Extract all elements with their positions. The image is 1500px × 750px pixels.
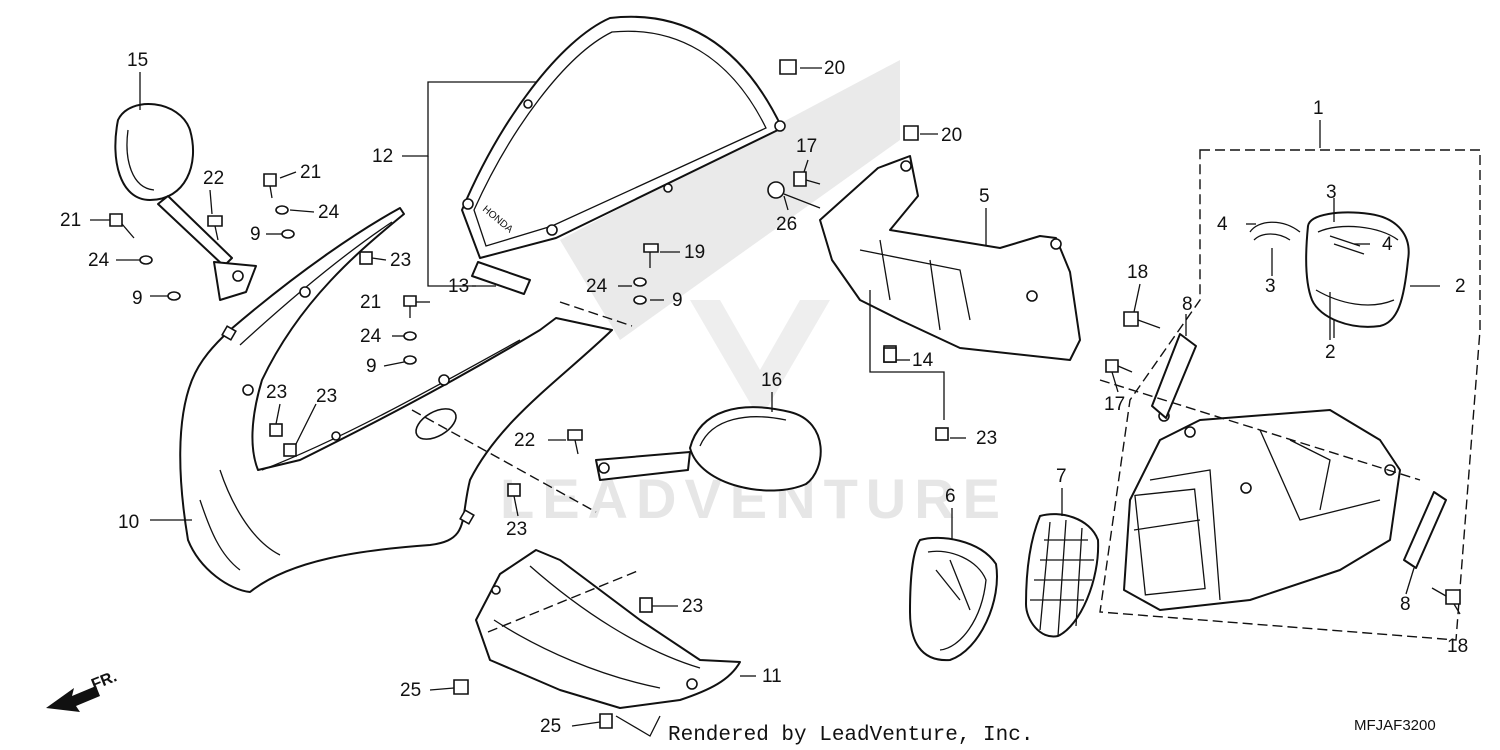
callout-9: 9 (132, 288, 143, 309)
grille[interactable] (1025, 513, 1100, 638)
callout-14: 14 (912, 350, 934, 371)
callout-1: 1 (1313, 98, 1324, 119)
callout-17: 17 (796, 136, 817, 157)
callout-25: 25 (400, 680, 421, 701)
callout-13: 13 (448, 276, 469, 297)
callout-21: 21 (300, 162, 321, 183)
callout-12: 12 (372, 146, 393, 167)
callout-18: 18 (1127, 262, 1148, 283)
diagram-code: MFJAF3200 (1354, 717, 1436, 734)
footer-credit: Rendered by LeadVenture, Inc. (668, 724, 1033, 747)
callout-4: 4 (1382, 234, 1393, 255)
callout-24: 24 (318, 202, 340, 223)
assembly-outline (1099, 149, 1481, 641)
callout-19: 19 (684, 242, 705, 263)
callout-9: 9 (250, 224, 261, 245)
callouts: 1 2 2 3 3 4 4 5 6 7 8 8 9 9 9 9 10 11 12… (60, 50, 1468, 737)
callout-10: 10 (118, 512, 139, 533)
callout-24: 24 (88, 250, 110, 271)
windscreen[interactable]: HONDA (461, 15, 786, 259)
callout-3: 3 (1265, 276, 1276, 297)
callout-2: 2 (1325, 342, 1336, 363)
callout-4: 4 (1217, 214, 1228, 235)
callout-3: 3 (1326, 182, 1337, 203)
callout-25: 25 (540, 716, 561, 737)
callout-2: 2 (1455, 276, 1466, 297)
front-label: FR. (89, 668, 119, 693)
callout-23: 23 (390, 250, 411, 271)
seal-strip[interactable] (471, 261, 531, 295)
upper-cowl[interactable] (179, 207, 613, 593)
bracket-left[interactable] (1151, 333, 1197, 419)
bracket-right[interactable] (1403, 491, 1447, 569)
callout-20: 20 (824, 58, 845, 79)
callout-17: 17 (1104, 394, 1125, 415)
under-cowl[interactable] (475, 549, 741, 709)
callout-6: 6 (945, 486, 956, 507)
duct-seal[interactable] (1305, 211, 1410, 328)
callout-22: 22 (203, 168, 224, 189)
air-duct[interactable] (1123, 409, 1401, 611)
callout-8: 8 (1400, 594, 1411, 615)
duct-clip-left[interactable] (1249, 221, 1301, 241)
callout-23: 23 (682, 596, 703, 617)
callout-5: 5 (979, 186, 990, 207)
leader-lines (90, 67, 1461, 737)
callout-15: 15 (127, 50, 148, 71)
callout-21: 21 (360, 292, 381, 313)
inlet-duct[interactable] (909, 536, 998, 662)
cowl-stay[interactable] (819, 155, 1081, 363)
callout-16: 16 (761, 370, 782, 391)
callout-23: 23 (506, 519, 527, 540)
hardware (109, 59, 1461, 729)
shade-band (560, 60, 900, 340)
callout-21: 21 (60, 210, 81, 231)
callout-9: 9 (672, 290, 683, 311)
callout-26: 26 (776, 214, 797, 235)
callout-18: 18 (1447, 636, 1468, 657)
callout-8: 8 (1182, 294, 1193, 315)
callout-11: 11 (762, 666, 782, 687)
callout-20: 20 (941, 125, 962, 146)
callout-22: 22 (514, 430, 535, 451)
callout-24: 24 (586, 276, 608, 297)
left-mirror[interactable] (114, 103, 257, 301)
callout-7: 7 (1056, 466, 1067, 487)
callout-23: 23 (316, 386, 337, 407)
callout-23: 23 (266, 382, 287, 403)
callout-9: 9 (366, 356, 377, 377)
callout-23: 23 (976, 428, 997, 449)
front-arrow: FR. (46, 668, 119, 712)
callout-24: 24 (360, 326, 382, 347)
right-mirror[interactable] (595, 406, 822, 492)
